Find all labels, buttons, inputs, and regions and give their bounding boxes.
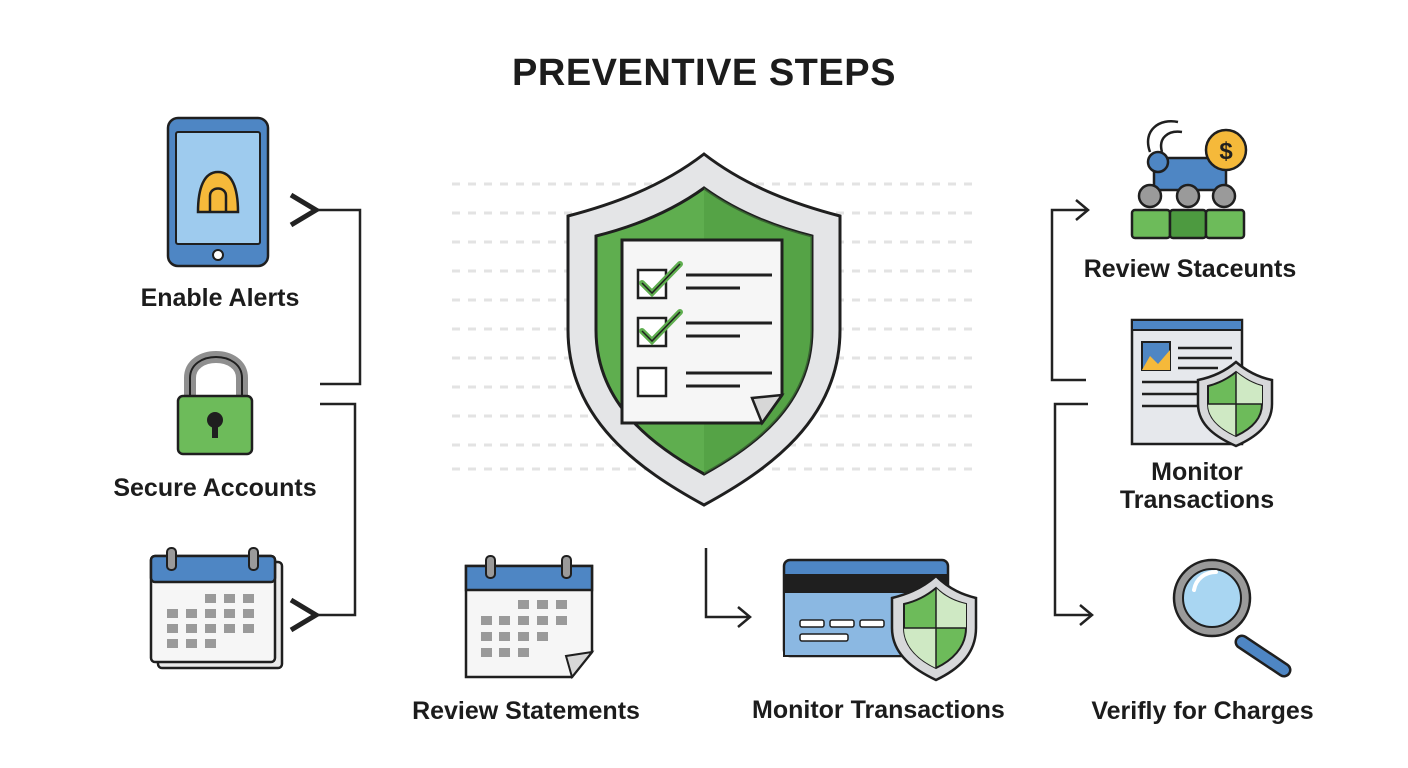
calendar-icon-bottom (464, 555, 595, 680)
magnifying-glass-icon (1172, 558, 1292, 678)
document-shield-icon (1130, 318, 1274, 448)
padlock-icon (176, 351, 254, 456)
people-money-icon: $ (1130, 119, 1248, 240)
svg-text:$: $ (1219, 138, 1233, 165)
phone-bell-icon (166, 116, 270, 268)
shield-checklist-icon (566, 152, 842, 507)
step-label-secure-accounts: Secure Accounts (113, 474, 317, 502)
step-label-enable-alerts: Enable Alerts (140, 284, 300, 312)
left-connectors (289, 192, 362, 633)
step-label-review-statements: Review Statements (412, 697, 640, 725)
bottom-connector (704, 548, 752, 628)
right-connectors (1050, 199, 1094, 626)
step-label-verify-charges: Verifly for Charges (1091, 697, 1314, 725)
step-label-monitor-transactions-right: Monitor Transactions (1119, 458, 1275, 514)
page-title: PREVENTIVE STEPS (512, 52, 896, 94)
calendar-icon-left (149, 547, 284, 670)
step-label-monitor-transactions-bottom: Monitor Transactions (752, 696, 1005, 724)
step-label-review-right: Review Staceunts (1083, 255, 1297, 283)
credit-card-shield-icon (782, 558, 978, 682)
